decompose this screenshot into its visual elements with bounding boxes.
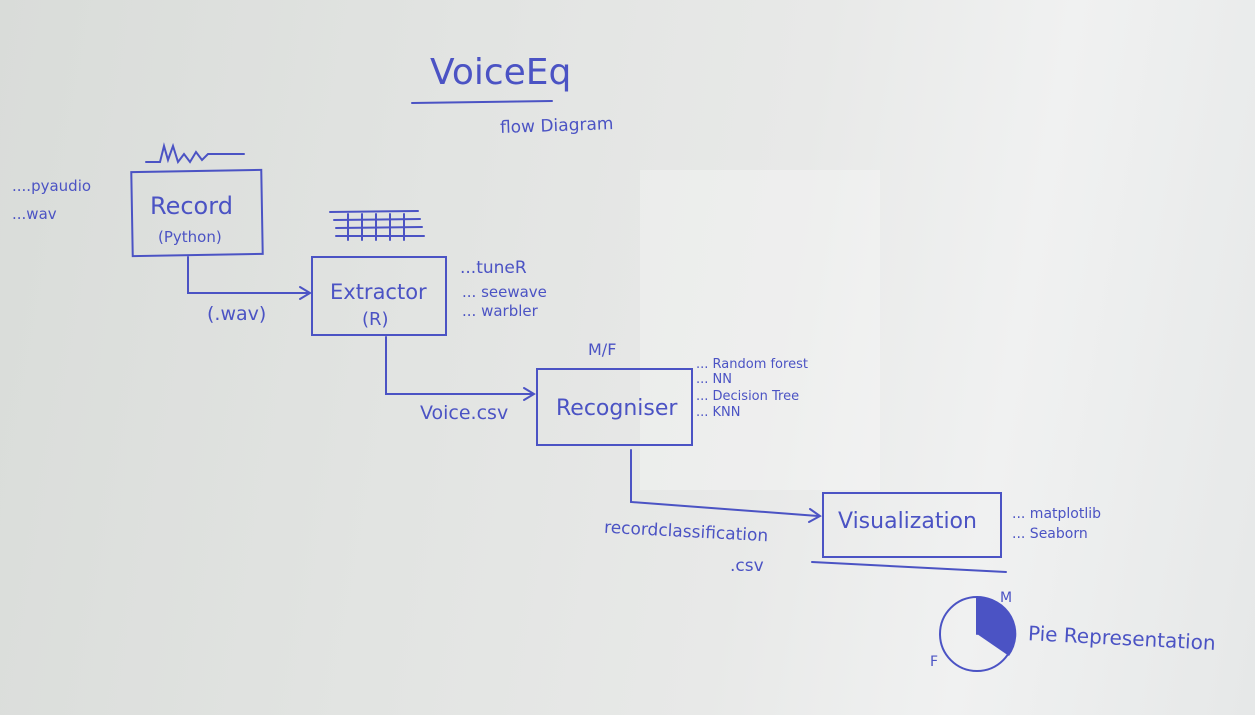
- arrowhead-2: [523, 387, 536, 401]
- visualization-note-2: ... Seaborn: [1012, 526, 1088, 542]
- diagram-subtitle: flow Diagram: [499, 114, 614, 138]
- recogniser-note-3: ... Decision Tree: [696, 389, 800, 404]
- visualization-note-1: ... matplotlib: [1012, 506, 1102, 522]
- diagram-title: VoiceEq: [430, 52, 572, 93]
- recogniser-note-2: ... NN: [696, 372, 732, 387]
- waveform-icon: [145, 142, 245, 165]
- extractor-label: Extractor: [330, 280, 427, 304]
- recogniser-box: [536, 368, 693, 446]
- edge-label-voice-csv: Voice.csv: [420, 402, 509, 424]
- visualization-box: [822, 492, 1002, 558]
- edge-recogniser-visualization: [630, 449, 819, 517]
- visualization-underline: [811, 561, 1007, 573]
- table-icon: [329, 210, 425, 241]
- record-note-1: ....pyaudio: [12, 177, 92, 195]
- extractor-note-1: ...tuneR: [460, 258, 527, 278]
- title-underline: [411, 100, 553, 104]
- recogniser-top-note: M/F: [588, 340, 617, 359]
- extractor-box: [311, 256, 447, 336]
- edge-record-extractor: [187, 256, 309, 294]
- arrowhead-3: [808, 508, 822, 523]
- edge-label-wav: (.wav): [207, 303, 267, 325]
- record-note-2: ...wav: [12, 205, 57, 223]
- recogniser-note-4: ... KNN: [696, 405, 741, 420]
- edge-extractor-recogniser: [385, 336, 533, 395]
- pie-slice-m: [977, 596, 1017, 656]
- pie-label-m: M: [1000, 590, 1013, 606]
- arrowhead-1: [299, 286, 312, 300]
- pie-label-f: F: [930, 654, 939, 670]
- record-label: Record: [150, 192, 233, 220]
- extractor-sublabel: (R): [362, 309, 389, 330]
- recogniser-label: Recogniser: [556, 396, 678, 421]
- extractor-note-3: ... warbler: [462, 302, 538, 320]
- board-glare: [640, 170, 880, 490]
- edge-label-csv: .csv: [730, 556, 764, 576]
- extractor-note-2: ... seewave: [462, 283, 547, 301]
- recogniser-note-1: ... Random forest: [696, 357, 808, 372]
- record-sublabel: (Python): [158, 228, 222, 246]
- visualization-label: Visualization: [838, 509, 977, 534]
